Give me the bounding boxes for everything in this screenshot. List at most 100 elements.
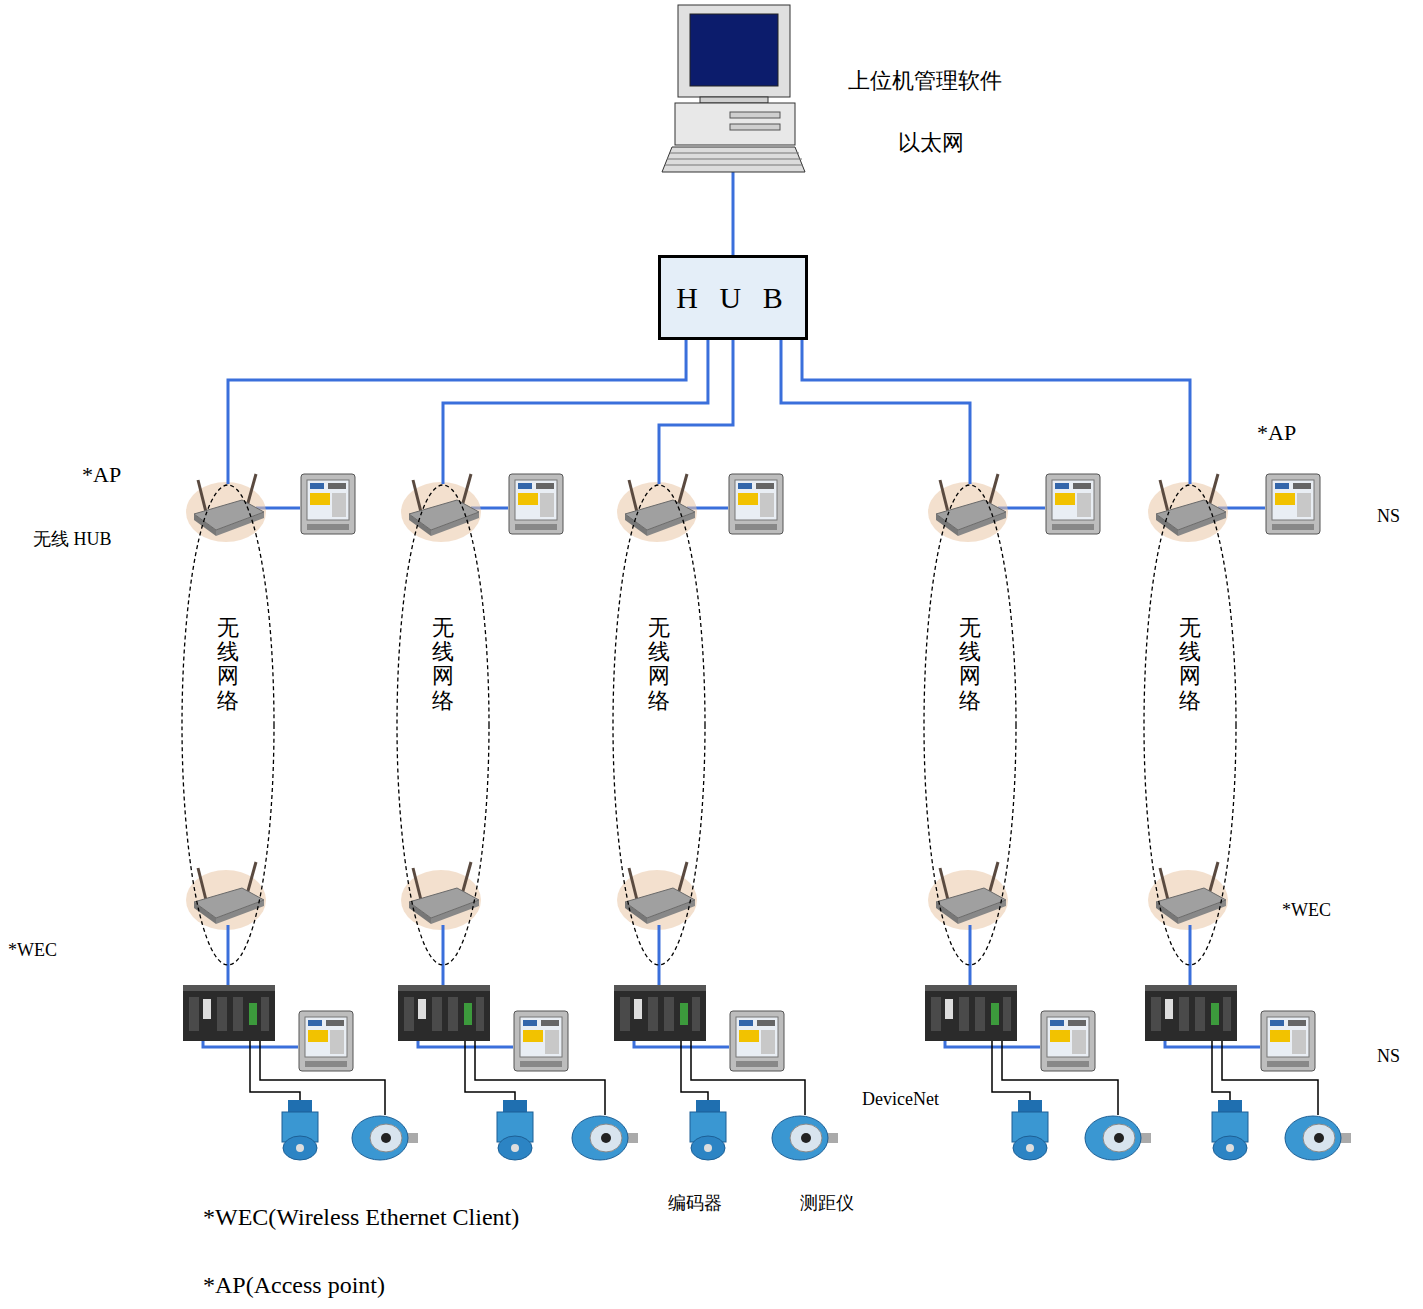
touch-panel-icon xyxy=(730,1011,784,1071)
host-computer xyxy=(662,5,805,255)
touch-panel-icon xyxy=(1266,474,1320,534)
label-box: 上位机管理软件 xyxy=(848,66,1002,96)
field-column xyxy=(614,474,838,1160)
dashed-ellipse-outline xyxy=(613,485,705,965)
devicenet-wire xyxy=(475,1041,605,1115)
zone-label: 无线网络 xyxy=(648,616,670,713)
access-point-icon xyxy=(1148,474,1228,542)
ethernet-cable xyxy=(658,925,661,985)
dashed-ellipse xyxy=(1143,484,1237,966)
computer-case xyxy=(675,103,795,145)
encoder-icon xyxy=(690,1100,726,1160)
wireless-client-icon xyxy=(1148,862,1228,930)
dashed-ellipse xyxy=(923,484,1017,966)
label-box: NS xyxy=(1377,1046,1400,1067)
monitor-stand xyxy=(700,97,768,103)
touch-panel-icon xyxy=(1261,1011,1315,1071)
wireless-client-icon xyxy=(617,862,697,930)
monitor xyxy=(678,5,790,97)
wireless-client-icon xyxy=(928,862,1008,930)
encoder-icon xyxy=(1012,1100,1048,1160)
label-box: *AP xyxy=(1257,420,1296,446)
hub-label: H U B xyxy=(676,281,789,315)
devicenet-wire xyxy=(992,1041,1030,1100)
drive-slot xyxy=(730,124,780,130)
abbreviation-note: *AP(Access point) xyxy=(203,1272,385,1299)
dashed-ellipse-outline xyxy=(397,485,489,965)
label-box: 编码器 xyxy=(668,1191,722,1215)
rangefinder-icon xyxy=(1085,1116,1151,1160)
plc-icon xyxy=(1145,985,1237,1041)
dashed-ellipse-outline xyxy=(1144,485,1236,965)
touch-panel-icon xyxy=(1041,1011,1095,1071)
label-box: *AP xyxy=(82,462,121,488)
plc-icon xyxy=(183,985,275,1041)
abbreviation-note: *WEC(Wireless Ethernet Client) xyxy=(203,1204,519,1231)
wireless-network-zone: 无线网络 xyxy=(612,484,706,966)
hub-box: H U B xyxy=(658,255,808,340)
rangefinder-icon xyxy=(352,1116,418,1160)
zone-label: 无线网络 xyxy=(217,616,239,713)
zone-label: 无线网络 xyxy=(432,616,454,713)
label-box: NS xyxy=(1377,506,1400,527)
field-column xyxy=(925,474,1151,1160)
label-box: *WEC xyxy=(1282,900,1331,921)
encoder-icon xyxy=(1212,1100,1248,1160)
software-caption: 上位机管理软件 xyxy=(848,66,1002,96)
network-caption: 以太网 xyxy=(898,128,964,158)
dashed-ellipse-outline xyxy=(924,485,1016,965)
field-column xyxy=(1145,474,1351,1160)
access-point-icon xyxy=(401,474,481,542)
rangefinder-icon xyxy=(772,1116,838,1160)
zone-label: 无线网络 xyxy=(1179,616,1201,713)
drive-slot xyxy=(730,112,780,118)
device-tag: *AP xyxy=(82,462,121,488)
ethernet-cable xyxy=(732,172,735,255)
wireless-network-zone: 无线网络 xyxy=(396,484,490,966)
dashed-ellipse xyxy=(181,484,275,966)
ethernet-cable xyxy=(227,925,230,985)
field-column xyxy=(398,474,638,1160)
devicenet-wire xyxy=(260,1041,385,1115)
dashed-ellipse-outline xyxy=(182,485,274,965)
rangefinder-icon xyxy=(1285,1116,1351,1160)
touch-panel-icon xyxy=(301,474,355,534)
label-box: *AP(Access point) xyxy=(203,1272,385,1299)
touch-panel-icon xyxy=(299,1011,353,1071)
plc-icon xyxy=(614,985,706,1041)
devicenet-wire xyxy=(681,1041,708,1100)
devicenet-wire xyxy=(465,1041,515,1100)
label-box: 无线 HUB xyxy=(33,527,112,551)
plc-icon xyxy=(925,985,1017,1041)
device-caption: 编码器 xyxy=(668,1191,722,1215)
devicenet-wire xyxy=(250,1041,300,1100)
label-box: *WEC xyxy=(8,940,57,961)
encoder-icon xyxy=(282,1100,318,1160)
plc-icon xyxy=(398,985,490,1041)
touch-panel-icon xyxy=(509,474,563,534)
device-tag: *WEC xyxy=(8,940,57,961)
ethernet-cable xyxy=(802,340,1190,484)
bus-caption: DeviceNet xyxy=(862,1089,939,1110)
touch-panel-icon xyxy=(514,1011,568,1071)
zone-label: 无线网络 xyxy=(959,616,981,713)
access-point-icon xyxy=(186,474,266,542)
wireless-network-zone: 无线网络 xyxy=(1143,484,1237,966)
ethernet-cable xyxy=(969,925,972,985)
device-tag: *WEC xyxy=(1282,900,1331,921)
label-box: 测距仪 xyxy=(800,1191,854,1215)
encoder-icon xyxy=(497,1100,533,1160)
keyboard-keys xyxy=(665,153,803,165)
label-box: 以太网 xyxy=(898,128,964,158)
touch-panel-icon xyxy=(729,474,783,534)
monitor-screen xyxy=(690,14,778,86)
device-tag: NS xyxy=(1377,506,1400,527)
ethernet-cable xyxy=(1189,925,1192,985)
access-point-icon xyxy=(617,474,697,542)
dashed-ellipse xyxy=(612,484,706,966)
touch-panel-icon xyxy=(1046,474,1100,534)
keyboard xyxy=(662,147,805,172)
device-caption: 无线 HUB xyxy=(33,527,112,551)
